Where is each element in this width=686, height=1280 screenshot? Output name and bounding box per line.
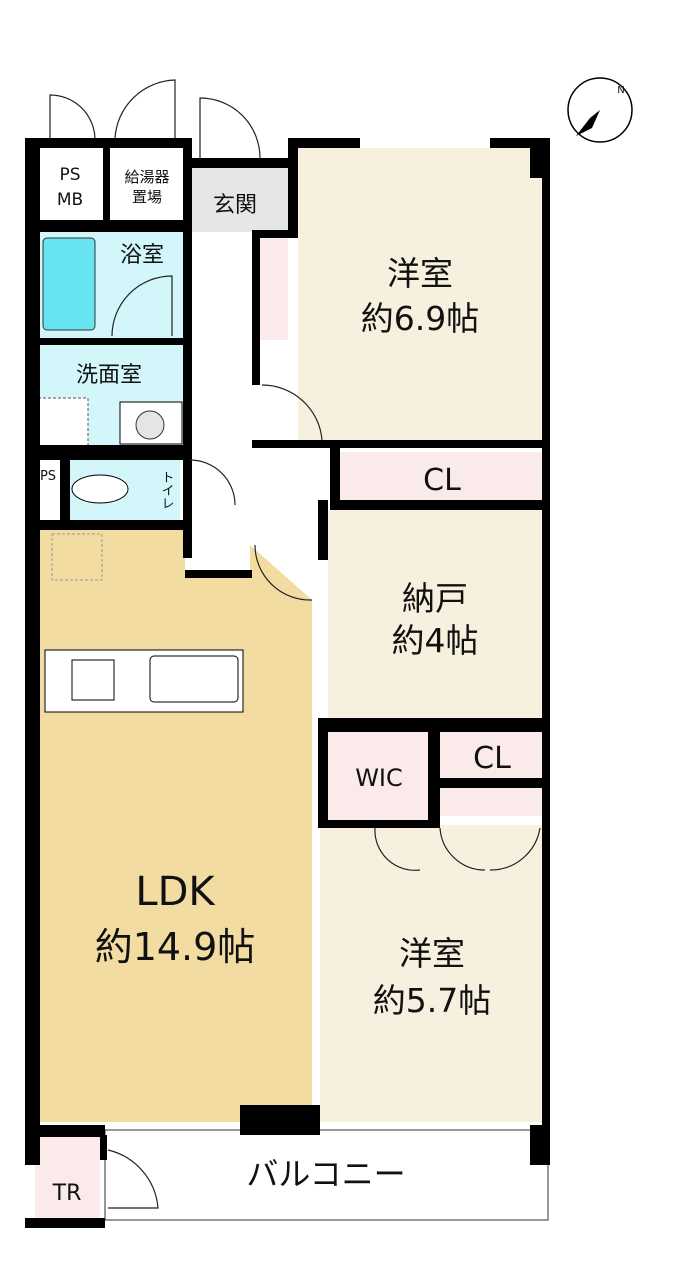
bathtub [42,237,96,331]
washroom-label: 洗面室 [76,363,142,388]
ps-mb-label-1: PS [59,165,80,185]
closet-2-label: CL [473,741,511,776]
western-room-1-size: 約6.9帖 [361,299,479,338]
balcony [104,1129,549,1221]
fridge-space [51,533,103,581]
storage-name: 納戸 [402,579,468,618]
western-room-2-size: 約5.7帖 [373,981,491,1020]
storage-size: 約4帖 [392,621,479,660]
tr-label: TR [52,1181,82,1206]
wic [328,732,428,820]
wic-label: WIC [355,764,403,792]
walls [25,138,550,1228]
compass-label: N [617,85,624,96]
balcony-label: バルコニー [246,1155,405,1193]
entrance-label: 玄関 [213,193,257,218]
western-room-1 [298,148,542,445]
cooktop [71,659,115,701]
closet-2 [440,732,542,778]
water-heater-label-2: 置場 [132,188,162,206]
washing-machine-space [37,397,89,447]
tr-room [35,1135,100,1220]
water-heater-label-1: 給湯器 [124,168,169,186]
toilet-bowl [71,474,129,504]
ps-mb-label-2: MB [57,190,83,210]
closet-1 [340,452,542,500]
north-compass: N [567,77,633,143]
ldk-room [38,530,312,1122]
western-room-2 [320,825,542,1122]
basin [135,410,165,440]
closet-1-label: CL [423,463,461,498]
door-swings [49,79,541,1209]
entrance-floor [192,168,288,232]
ldk-name: LDK [135,869,216,915]
entrance-closet [258,236,288,340]
western-room-1-name: 洋室 [387,254,453,293]
bath-label: 浴室 [120,243,164,268]
ldk-size: 約14.9帖 [95,925,256,969]
ps-small-label: PS [40,469,56,484]
north-arrow-icon [576,86,626,136]
toilet-label: トイレ [159,471,174,510]
western-room-2-name: 洋室 [399,934,465,973]
closet-2-strip [440,788,542,816]
storage-room [328,510,542,720]
kitchen-sink [149,655,239,703]
